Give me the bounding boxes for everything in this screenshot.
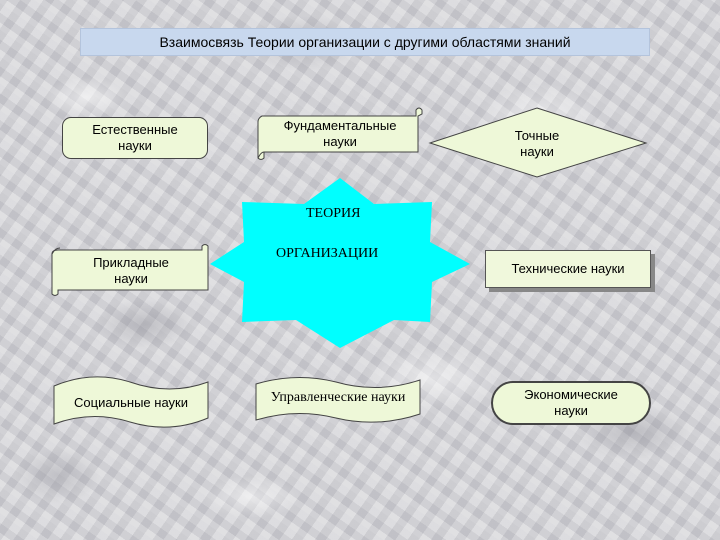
node-fundamental-sciences-label: Фундаментальные науки [283, 118, 397, 149]
center-label-line2: ОРГАНИЗАЦИИ [276, 246, 379, 261]
node-management-sciences-label: Управленческие науки [270, 390, 406, 405]
node-applied-sciences: Прикладные науки [58, 252, 204, 290]
node-management-sciences: Управленческие науки [256, 382, 420, 414]
node-exact-sciences: Точные науки [497, 126, 577, 162]
diagram-title: Взаимосвязь Теории организации с другими… [80, 28, 650, 56]
node-natural-sciences: Естественные науки [62, 117, 208, 159]
node-applied-sciences-label: Прикладные науки [93, 255, 169, 286]
node-social-sciences: Социальные науки [54, 386, 208, 420]
center-label-line1: ТЕОРИЯ [306, 206, 361, 221]
node-technical-sciences-label: Технические науки [511, 261, 625, 276]
node-natural-sciences-label: Естественные науки [92, 122, 178, 153]
node-economic-sciences: Экономические науки [491, 381, 651, 425]
node-exact-sciences-label: Точные науки [514, 128, 560, 159]
node-economic-sciences-label: Экономические науки [524, 387, 618, 418]
node-technical-sciences: Технические науки [485, 250, 651, 288]
node-social-sciences-label: Социальные науки [74, 395, 188, 410]
node-fundamental-sciences: Фундаментальные науки [262, 116, 418, 152]
